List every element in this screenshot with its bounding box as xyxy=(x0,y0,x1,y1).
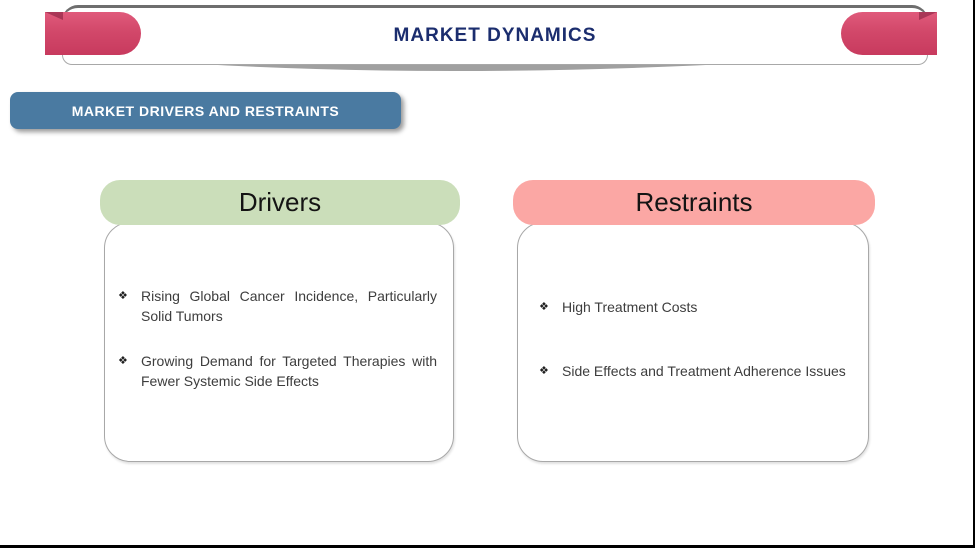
ribbon-right-decoration xyxy=(841,12,937,55)
list-item: ❖ Side Effects and Treatment Adherence I… xyxy=(518,361,852,381)
drivers-column: Drivers ❖ Rising Global Cancer Incidence… xyxy=(100,180,460,465)
drivers-header: Drivers xyxy=(100,180,460,225)
bullet-diamond-icon: ❖ xyxy=(539,300,549,313)
list-item: ❖ High Treatment Costs xyxy=(518,297,852,317)
list-item: ❖ Growing Demand for Targeted Therapies … xyxy=(105,351,437,391)
drivers-card: ❖ Rising Global Cancer Incidence, Partic… xyxy=(104,222,454,462)
driver-item-text: Growing Demand for Targeted Therapies wi… xyxy=(141,353,437,389)
bullet-diamond-icon: ❖ xyxy=(539,364,549,377)
title-banner: MARKET DYNAMICS xyxy=(62,5,928,65)
section-label-tab: MARKET DRIVERS AND RESTRAINTS xyxy=(10,92,401,129)
restraints-header: Restraints xyxy=(513,180,875,225)
restraints-list: ❖ High Treatment Costs ❖ Side Effects an… xyxy=(518,223,868,381)
slide-right-border xyxy=(973,0,975,548)
section-label: MARKET DRIVERS AND RESTRAINTS xyxy=(71,102,340,119)
restraints-card: ❖ High Treatment Costs ❖ Side Effects an… xyxy=(517,222,869,462)
drivers-list: ❖ Rising Global Cancer Incidence, Partic… xyxy=(105,223,453,391)
list-item: ❖ Rising Global Cancer Incidence, Partic… xyxy=(105,286,437,326)
ribbon-left-decoration xyxy=(45,12,141,55)
restraint-item-text: Side Effects and Treatment Adherence Iss… xyxy=(562,363,846,379)
bullet-diamond-icon: ❖ xyxy=(118,354,128,367)
driver-item-text: Rising Global Cancer Incidence, Particul… xyxy=(141,288,437,324)
bullet-diamond-icon: ❖ xyxy=(118,289,128,302)
slide-bottom-border xyxy=(0,545,975,548)
restraints-column: Restraints ❖ High Treatment Costs ❖ Side… xyxy=(513,180,875,465)
slide-title: MARKET DYNAMICS xyxy=(393,25,597,46)
restraint-item-text: High Treatment Costs xyxy=(562,299,698,315)
